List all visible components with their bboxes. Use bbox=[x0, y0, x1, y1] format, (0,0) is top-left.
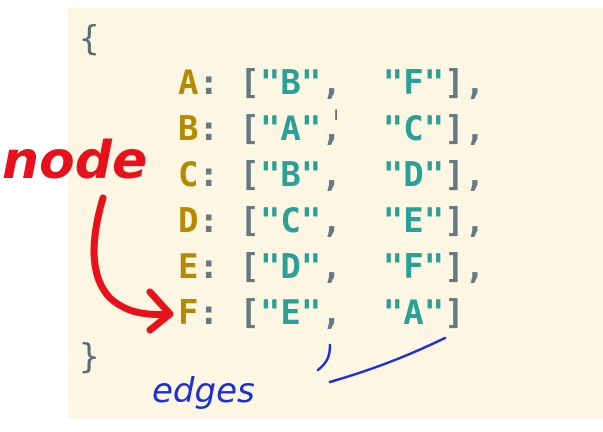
edge-string: "A" bbox=[382, 293, 445, 333]
row-trail: ], bbox=[444, 109, 486, 149]
node-arrow-head-icon bbox=[146, 288, 174, 334]
edges-label: edges bbox=[152, 371, 255, 411]
close-brace: } bbox=[79, 337, 100, 377]
node-key: D bbox=[178, 201, 199, 241]
node-key: F bbox=[178, 293, 199, 333]
edge-string: "F" bbox=[382, 247, 445, 287]
edge-string: "D" bbox=[382, 155, 445, 195]
edge-string: "C" bbox=[382, 109, 445, 149]
edge-string: "E" bbox=[259, 293, 322, 333]
text-cursor-icon: I bbox=[334, 108, 339, 124]
node-key: C bbox=[178, 155, 199, 195]
node-arrow bbox=[90, 194, 172, 318]
code-row-a: A: ["B", "F"], bbox=[178, 63, 486, 103]
edge-string: "B" bbox=[259, 155, 322, 195]
row-trail: ], bbox=[444, 155, 486, 195]
edges-stroke-left bbox=[316, 343, 332, 372]
code-row-d: D: ["C", "E"], bbox=[178, 201, 486, 241]
code-row-f: F: ["E", "A"] bbox=[178, 293, 465, 333]
code-row-e: E: ["D", "F"], bbox=[178, 247, 486, 287]
edge-string: "F" bbox=[382, 63, 445, 103]
edges-stroke-right bbox=[328, 336, 447, 384]
node-key: A bbox=[178, 63, 199, 103]
code-row-c: C: ["B", "D"], bbox=[178, 155, 486, 195]
edge-string: "B" bbox=[259, 63, 322, 103]
code-panel bbox=[68, 8, 603, 418]
edge-string: "D" bbox=[259, 247, 322, 287]
edge-string: "E" bbox=[382, 201, 445, 241]
node-label: node bbox=[2, 131, 147, 191]
open-brace: { bbox=[79, 19, 100, 59]
code-row-b: B: ["A", "C"], bbox=[178, 109, 486, 149]
row-trail: ], bbox=[444, 63, 486, 103]
node-key: B bbox=[178, 109, 199, 149]
row-trail: ], bbox=[444, 247, 486, 287]
node-key: E bbox=[178, 247, 199, 287]
edge-string: "C" bbox=[259, 201, 322, 241]
row-trail: ], bbox=[444, 201, 486, 241]
edge-string: "A" bbox=[259, 109, 322, 149]
row-trail: ] bbox=[444, 293, 465, 333]
